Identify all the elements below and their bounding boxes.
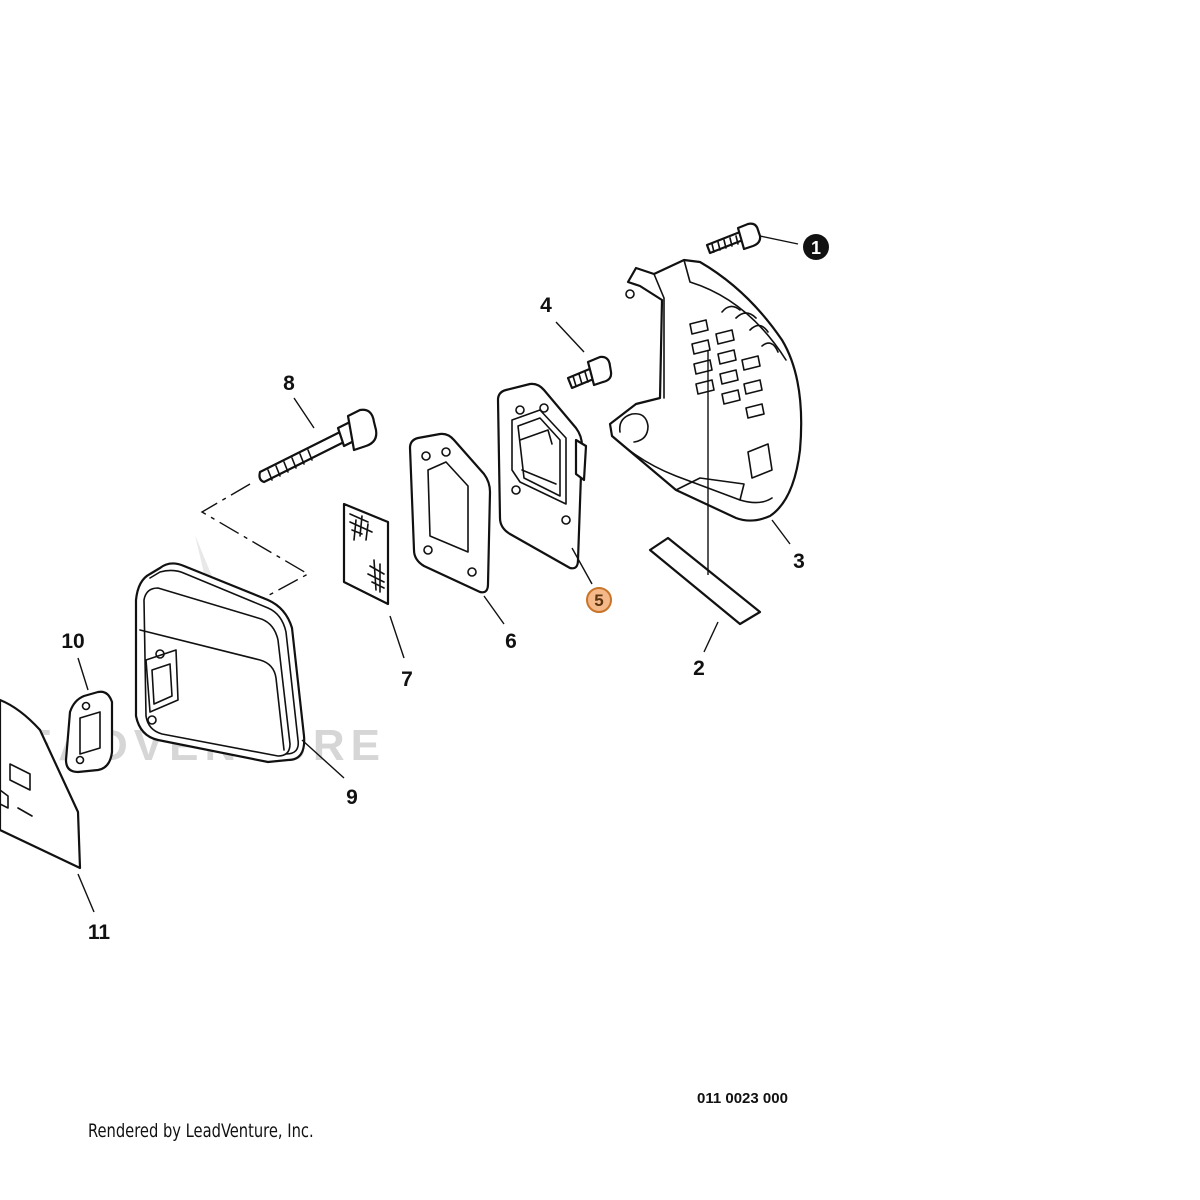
callout-9-label: 9: [346, 786, 358, 809]
part-8-bolt[interactable]: [258, 408, 378, 484]
callout-5-highlight: [586, 587, 612, 613]
callout-1-badge: [803, 234, 829, 260]
callout-4[interactable]: 4: [540, 294, 552, 317]
callout-6[interactable]: 6: [505, 630, 517, 653]
callout-2-label: 2: [693, 657, 705, 680]
part-2-label[interactable]: [648, 536, 762, 626]
callout-8-label: 8: [283, 372, 295, 395]
part-3-muffler-cover[interactable]: [608, 258, 803, 522]
callout-9[interactable]: 9: [346, 786, 358, 809]
part-6-gasket[interactable]: [408, 432, 492, 594]
assembly-line: [200, 483, 310, 601]
part-7-spark-screen[interactable]: [342, 502, 390, 606]
rendered-by-credit: Rendered by LeadVenture, Inc.: [88, 1120, 314, 1142]
callout-2[interactable]: 2: [693, 657, 705, 680]
callout-1-label: 1: [811, 238, 821, 258]
callout-5-label: 5: [594, 591, 603, 610]
callout-3-label: 3: [793, 550, 805, 573]
part-9-muffler[interactable]: [134, 562, 306, 764]
part-1-screw[interactable]: [705, 222, 762, 255]
leader-lines: [77, 235, 799, 913]
callout-3[interactable]: 3: [793, 550, 805, 573]
callout-6-label: 6: [505, 630, 517, 653]
drawing-number: 011 0023 000: [697, 1090, 788, 1107]
callout-11[interactable]: 11: [88, 921, 111, 944]
callout-8[interactable]: 8: [283, 372, 295, 395]
callout-7[interactable]: 7: [401, 668, 413, 691]
callout-7-label: 7: [401, 668, 413, 691]
part-10-gasket[interactable]: [64, 690, 114, 774]
callout-10[interactable]: 10: [61, 630, 84, 653]
part-4-screw[interactable]: [566, 355, 613, 390]
part-11-heat-plate[interactable]: [0, 698, 82, 870]
callout-10-label: 10: [61, 630, 84, 653]
callout-11-label: 11: [88, 921, 111, 944]
callout-1[interactable]: 1: [803, 234, 829, 260]
callout-4-label: 4: [540, 294, 552, 317]
part-5-flange[interactable]: [496, 382, 588, 570]
callout-5[interactable]: 5: [586, 587, 612, 613]
